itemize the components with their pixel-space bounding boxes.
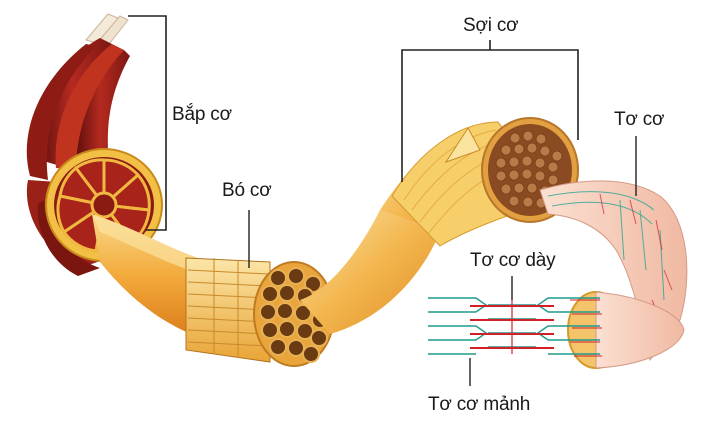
label-to-co-manh: Tơ cơ mảnh xyxy=(428,394,531,415)
myofibril-illustration xyxy=(539,136,688,369)
label-to-co-day: Tơ cơ dày xyxy=(470,250,556,271)
filaments-illustration xyxy=(428,276,602,386)
fiber-illustration xyxy=(300,40,579,334)
label-bap-co: Bắp cơ xyxy=(172,104,232,125)
label-bo-co: Bó cơ xyxy=(222,180,272,201)
label-soi-co: Sợi cơ xyxy=(463,15,519,36)
label-to-co: Tơ cơ xyxy=(614,109,665,130)
fascicle-illustration xyxy=(92,210,335,367)
